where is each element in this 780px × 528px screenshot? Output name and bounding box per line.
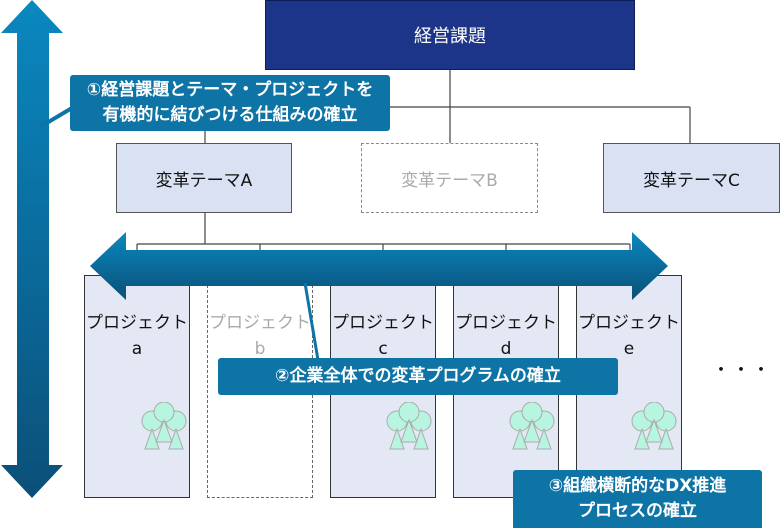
project-label: プロジェクト	[332, 313, 434, 333]
theme-label: 変革テーマA	[155, 170, 253, 191]
project-label: プロジェクト	[86, 313, 188, 333]
callout-2-text: ②企業全体での変革プログラムの確立	[275, 366, 561, 386]
horizontal-double-arrow	[90, 232, 668, 300]
callout-2: ②企業全体での変革プログラムの確立	[218, 358, 618, 395]
callout-3: ③組織横断的なDX推進プロセスの確立	[513, 470, 762, 528]
project-id: e	[623, 339, 635, 359]
callout-2-pointer	[303, 282, 320, 361]
management-issue-box: 経営課題	[265, 0, 635, 70]
team-icon	[141, 402, 187, 450]
callout-3-line2: プロセスの確立	[578, 501, 697, 521]
theme-label: 変革テーマB	[401, 170, 498, 191]
ellipsis: ・・・	[712, 360, 772, 381]
team-icon	[509, 402, 555, 450]
project-a-box: プロジェクト a	[84, 275, 190, 498]
callout-1-line1: ①経営課題とテーマ・プロジェクトを	[86, 80, 374, 100]
theme-b-box: 変革テーマB	[361, 143, 538, 213]
team-icon	[386, 402, 432, 450]
callout-1-pointer	[38, 106, 74, 129]
theme-a-box: 変革テーマA	[116, 143, 292, 213]
callout-1-line2: 有機的に結びつける仕組みの確立	[102, 105, 358, 125]
project-label: プロジェクト	[455, 313, 557, 333]
theme-label: 変革テーマC	[643, 170, 740, 191]
management-issue-label: 経営課題	[414, 26, 486, 47]
theme-c-box: 変革テーマC	[603, 143, 780, 213]
project-id: d	[500, 339, 512, 359]
project-id: c	[378, 339, 388, 359]
project-id: a	[131, 339, 143, 359]
callout-3-line1: ③組織横断的なDX推進	[548, 476, 727, 496]
callout-1: ①経営課題とテーマ・プロジェクトを有機的に結びつける仕組みの確立	[70, 75, 390, 131]
team-icon	[631, 402, 677, 450]
project-id: b	[254, 339, 266, 359]
project-label: プロジェクト	[209, 313, 311, 333]
project-label: プロジェクト	[578, 313, 680, 333]
